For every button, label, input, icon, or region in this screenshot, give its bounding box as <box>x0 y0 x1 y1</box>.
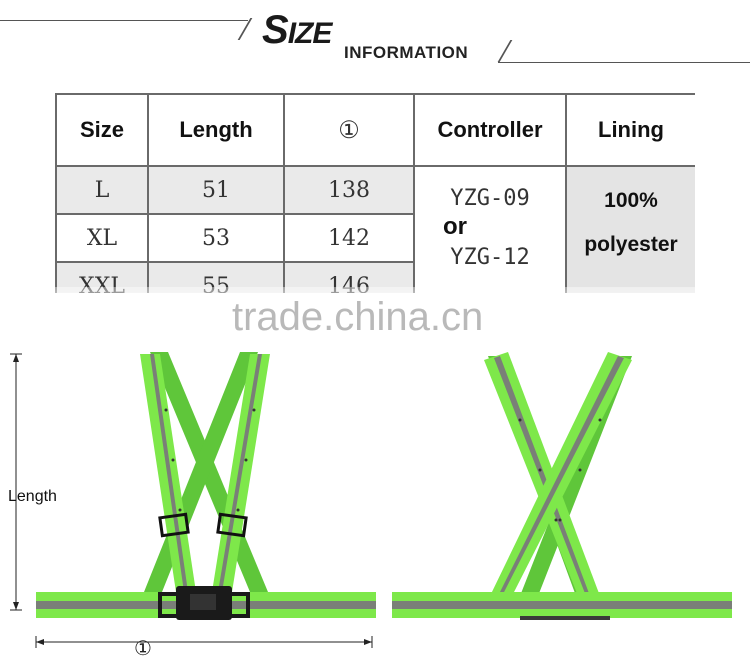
header-circumference: ① <box>283 93 415 167</box>
size-title: SIZE <box>262 8 333 53</box>
controller-code-b: YZG-12 <box>450 245 530 270</box>
information-subtitle: INFORMATION <box>344 43 469 62</box>
watermark: trade.china.cn <box>232 295 484 339</box>
table-row: XL 53 142 <box>55 213 695 263</box>
cell-length: 51 <box>147 165 285 215</box>
cell-length: 53 <box>147 213 285 263</box>
cell-circumference: 142 <box>283 213 415 263</box>
cell-size: L <box>55 165 149 215</box>
header-controller: Controller <box>413 93 567 167</box>
size-title-big: S <box>262 8 289 52</box>
front-vest <box>36 352 376 620</box>
back-vest <box>392 352 732 620</box>
header-rule-right <box>498 62 750 63</box>
cell-lining: 100% polyester <box>565 165 695 293</box>
controller-code-a: YZG-09 <box>450 186 530 211</box>
circumference-label: ① <box>134 636 152 660</box>
header-slash-right <box>497 40 513 62</box>
header-lining: Lining <box>565 93 695 167</box>
cell-circumference: 138 <box>283 165 415 215</box>
header-rule-left <box>0 20 248 21</box>
size-table: Size Length ① Controller Lining L 51 138… <box>55 93 695 293</box>
circumference-dimension <box>35 636 373 648</box>
header-size: Size <box>55 93 149 167</box>
table-row: L 51 138 YZG-09 or YZG-12 100% polyester <box>55 165 695 293</box>
cell-size: XL <box>55 213 149 263</box>
size-table-wrapper: Size Length ① Controller Lining L 51 138… <box>55 93 695 293</box>
header-slash-left <box>237 18 253 40</box>
table-fade-overlay <box>0 287 750 317</box>
size-title-rest: IZE <box>287 17 333 50</box>
header-length: Length <box>147 93 285 167</box>
cell-controller: YZG-09 or YZG-12 <box>413 165 567 293</box>
buckle-icon <box>158 586 250 620</box>
vest-diagram <box>10 352 732 648</box>
length-label: Length <box>8 488 57 505</box>
lining-line-2: polyester <box>584 233 678 256</box>
controller-or: or <box>443 213 467 240</box>
length-dimension <box>10 353 22 611</box>
table-header-row: Size Length ① Controller Lining <box>55 93 695 167</box>
lining-line-1: 100% <box>604 189 658 212</box>
